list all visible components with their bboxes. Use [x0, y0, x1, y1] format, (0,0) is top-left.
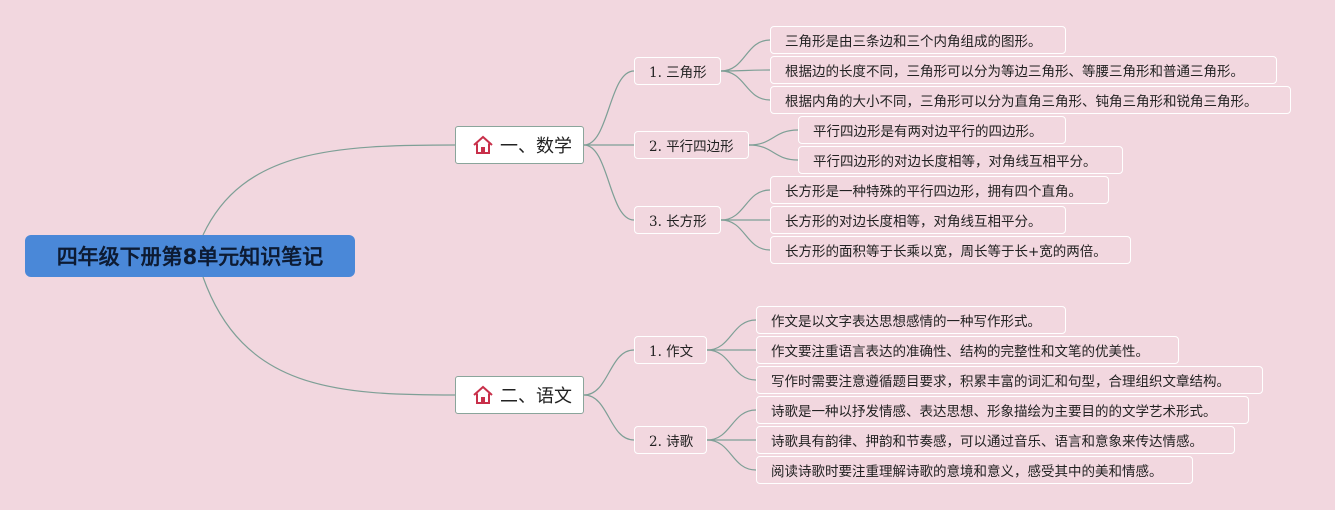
- connector-line: [706, 319, 757, 351]
- note-item[interactable]: 诗歌具有韵律、押韵和节奏感，可以通过音乐、语言和意象来传达情感。: [756, 426, 1235, 454]
- connector-line: [202, 144, 456, 236]
- note-item[interactable]: 长方形是一种特殊的平行四边形，拥有四个直角。: [770, 176, 1109, 204]
- connector-line: [202, 276, 456, 396]
- branch-label: 二、语文: [500, 386, 572, 407]
- note-item[interactable]: 长方形的对边长度相等，对角线互相平分。: [770, 206, 1066, 234]
- connector-line: [720, 70, 771, 101]
- topic-parallelogram[interactable]: 2. 平行四边形: [634, 131, 749, 159]
- connector-line: [720, 189, 771, 221]
- topic-triangle[interactable]: 1. 三角形: [634, 57, 721, 85]
- note-item[interactable]: 作文要注重语言表达的准确性、结构的完整性和文笔的优美性。: [756, 336, 1179, 364]
- note-item[interactable]: 根据边的长度不同，三角形可以分为等边三角形、等腰三角形和普通三角形。: [770, 56, 1277, 84]
- note-item[interactable]: 平行四边形的对边长度相等，对角线互相平分。: [798, 146, 1123, 174]
- branch-math[interactable]: 一、数学: [455, 126, 584, 164]
- connector-line: [706, 409, 757, 441]
- branch-chinese[interactable]: 二、语文: [455, 376, 584, 414]
- note-item[interactable]: 长方形的面积等于长乘以宽，周长等于长+宽的两倍。: [770, 236, 1131, 264]
- branch-label: 一、数学: [500, 136, 572, 157]
- note-item[interactable]: 写作时需要注意遵循题目要求，积累丰富的词汇和句型，合理组织文章结构。: [756, 366, 1263, 394]
- connector-line: [720, 219, 771, 251]
- note-item[interactable]: 阅读诗歌时要注重理解诗歌的意境和意义，感受其中的美和情感。: [756, 456, 1193, 484]
- note-item[interactable]: 三角形是由三条边和三个内角组成的图形。: [770, 26, 1066, 54]
- home-icon: [472, 135, 494, 155]
- topic-composition[interactable]: 1. 作文: [634, 336, 707, 364]
- connector-line: [583, 70, 635, 146]
- note-item[interactable]: 根据内角的大小不同，三角形可以分为直角三角形、钝角三角形和锐角三角形。: [770, 86, 1291, 114]
- connector-line: [583, 144, 635, 221]
- connector-line: [748, 129, 799, 146]
- note-item[interactable]: 平行四边形是有两对边平行的四边形。: [798, 116, 1066, 144]
- root-topic[interactable]: 四年级下册第8单元知识笔记: [25, 235, 355, 277]
- home-icon: [472, 385, 494, 405]
- topic-rectangle[interactable]: 3. 长方形: [634, 206, 721, 234]
- note-item[interactable]: 诗歌是一种以抒发情感、表达思想、形象描绘为主要目的的文学艺术形式。: [756, 396, 1249, 424]
- connector-line: [583, 349, 635, 396]
- connector-line: [748, 144, 799, 161]
- connector-line: [706, 439, 757, 471]
- topic-poetry[interactable]: 2. 诗歌: [634, 426, 707, 454]
- connector-line: [583, 394, 635, 441]
- connector-line: [706, 349, 757, 381]
- connector-line: [720, 39, 771, 72]
- note-item[interactable]: 作文是以文字表达思想感情的一种写作形式。: [756, 306, 1066, 334]
